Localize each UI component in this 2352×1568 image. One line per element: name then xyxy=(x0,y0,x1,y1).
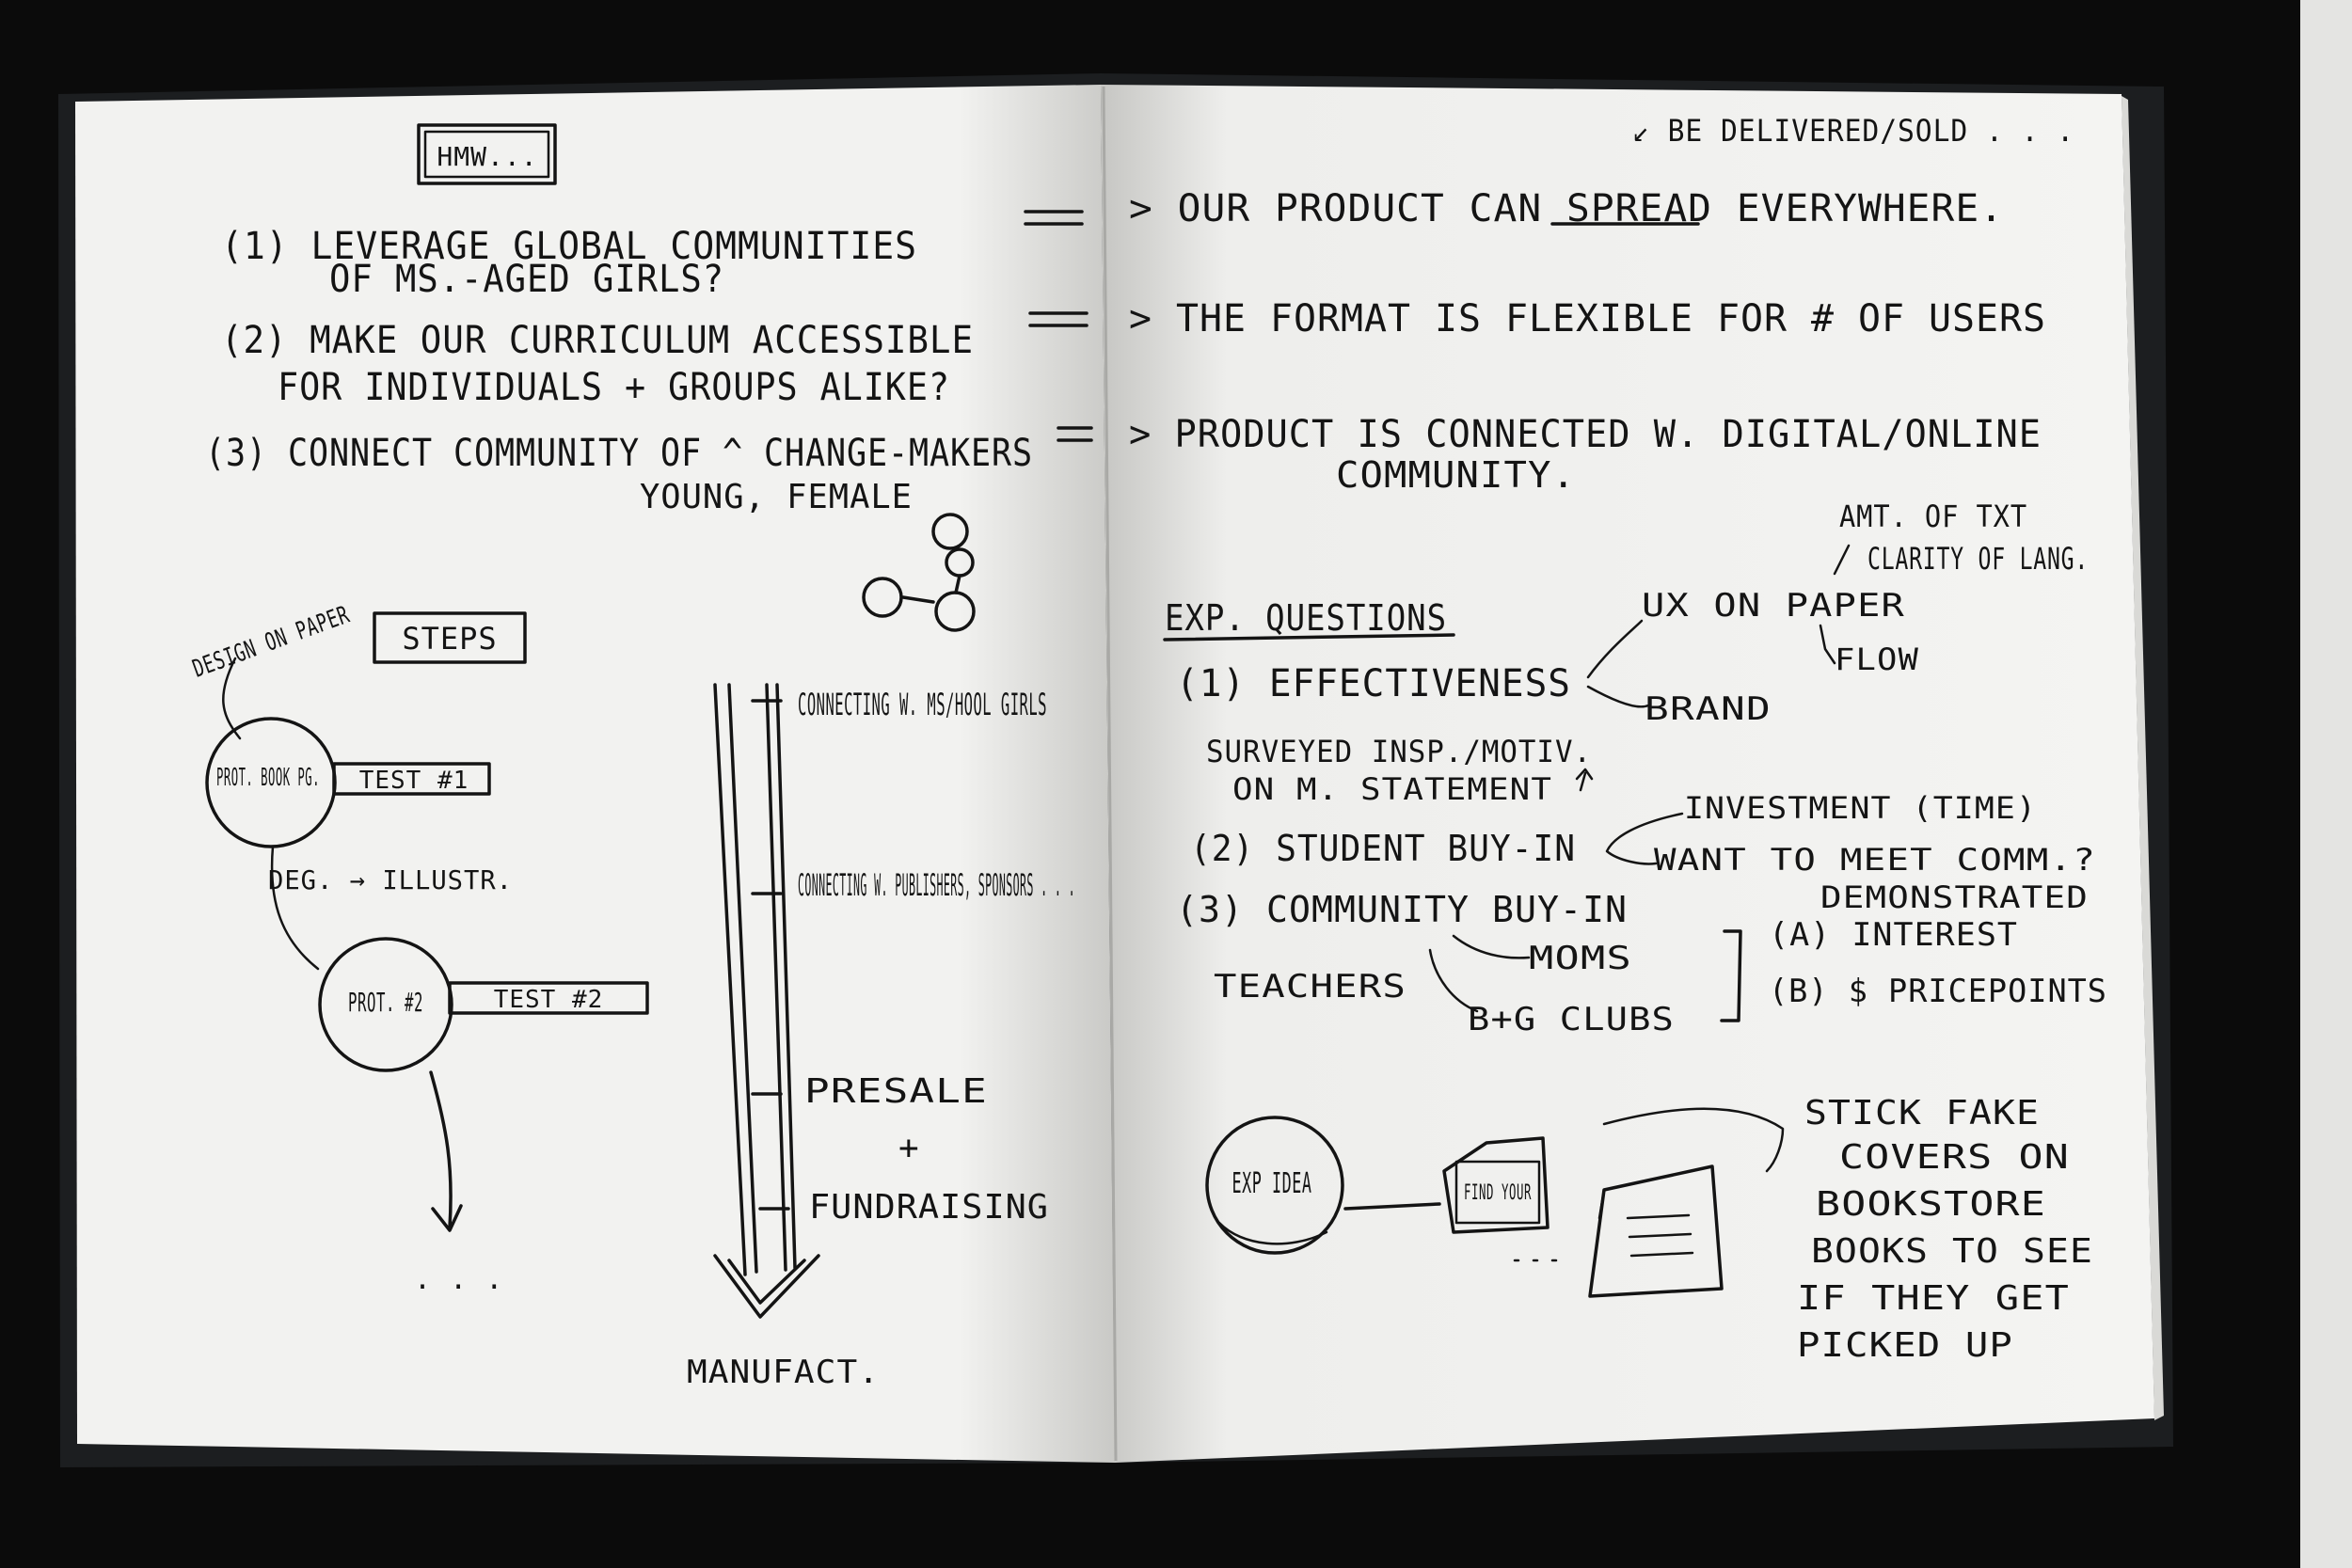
test-1-label: TEST #1 xyxy=(359,767,469,795)
answer-3-line-1: > PRODUCT IS CONNECTED W. DIGITAL/ONLINE xyxy=(1129,413,2042,456)
question-1-line-1: (1) LEVERAGE GLOBAL COMMUNITIES xyxy=(221,225,917,268)
stick-note-arrow-icon xyxy=(1602,1107,1785,1173)
left-page xyxy=(75,85,1115,1463)
answer-2: > THE FORMAT IS FLEXIBLE FOR # OF USERS xyxy=(1129,297,2046,341)
prot-1-label: PROT. BOOK PG. xyxy=(216,764,320,792)
find-your-label: FIND YOUR xyxy=(1464,1181,1532,1205)
page-stack-edge xyxy=(2122,96,2164,1420)
steps-box: STEPS xyxy=(373,611,527,664)
question-1-line-2: OF MS.-AGED GIRLS? xyxy=(329,258,724,301)
surveyed-up-arrow-icon xyxy=(1575,768,1594,792)
right-page xyxy=(1101,85,2154,1463)
stick-note-line-5: IF THEY GET xyxy=(1797,1279,2070,1318)
stick-note-line-4: BOOKS TO SEE xyxy=(1811,1232,2093,1271)
book-cover-doodle-icon xyxy=(1588,1164,1724,1298)
teachers-label: TEACHERS xyxy=(1214,968,1406,1006)
down-arrow-icon xyxy=(429,1070,453,1229)
effectiveness-label: (1) EFFECTIVENESS xyxy=(1176,662,1571,705)
student-buy-in-bracket xyxy=(1605,812,1684,865)
timeline-item-4: + xyxy=(898,1129,920,1167)
want-to-meet-label: WANT TO MEET COMM.? xyxy=(1654,842,2096,878)
demonstrated-label: DEMONSTRATED xyxy=(1820,879,2089,915)
prototype-arrow-icon xyxy=(270,845,320,971)
exp-idea-label: EXP IDEA xyxy=(1232,1167,1312,1200)
question-3-insert: YOUNG, FEMALE xyxy=(640,478,913,516)
test-2-bar: TEST #2 xyxy=(448,981,649,1015)
community-branch-lines xyxy=(1428,934,1531,1013)
pricepoints-label: (B) $ PRICEPOINTS xyxy=(1769,973,2107,1010)
ux-on-paper-label: UX ON PAPER xyxy=(1642,587,1905,625)
question-3-line-1: (3) CONNECT COMMUNITY OF ^ CHANGE-MAKERS xyxy=(205,432,1033,475)
manufact-label: MANUFACT. xyxy=(687,1354,880,1391)
stick-note-line-1: STICK FAKE xyxy=(1804,1094,2040,1132)
clarity-label: CLARITY OF LANG. xyxy=(1867,541,2089,577)
molecule-doodle-icon xyxy=(862,513,976,632)
student-buy-in-label: (2) STUDENT BUY-IN xyxy=(1190,828,1576,869)
idea-connector-line xyxy=(1343,1202,1441,1211)
table-edge xyxy=(2300,0,2352,1568)
timeline-item-3: PRESALE xyxy=(804,1072,988,1111)
prototype-2-circle: PROT. #2 xyxy=(318,937,453,1072)
down-arrowhead-icon xyxy=(431,1204,463,1232)
exp-idea-circle: EXP IDEA xyxy=(1205,1116,1344,1255)
deg-illustr-label: DEG. → ILLUSTR. xyxy=(268,864,513,895)
timeline-arrow xyxy=(713,683,820,1319)
brand-label: BRAND xyxy=(1645,690,1772,728)
test-1-bar: TEST #1 xyxy=(332,762,491,796)
bookstore-shelf-doodle-icon: FIND YOUR xyxy=(1442,1136,1558,1262)
investment-label: INVESTMENT (TIME) xyxy=(1684,790,2037,826)
question-2-line-2: FOR INDIVIDUALS + GROUPS ALIKE? xyxy=(278,366,950,409)
exp-questions-underline xyxy=(1163,633,1455,641)
equals-signs xyxy=(1024,210,1093,442)
criteria-bracket xyxy=(1720,929,1742,1022)
page-gutter xyxy=(1102,86,1118,1462)
interest-label: (A) INTEREST xyxy=(1769,916,2018,954)
surveyed-line-2: ON M. STATEMENT xyxy=(1232,771,1552,807)
ux-branch-lines xyxy=(1819,544,1851,665)
hmw-box: HMW... xyxy=(417,123,557,185)
delivered-note: ↙ BE DELIVERED/SOLD . . . xyxy=(1632,113,2074,149)
timeline-item-5: FUNDRAISING xyxy=(809,1188,1049,1227)
timeline-item-1: CONNECTING W. MS/HOOL GIRLS xyxy=(798,687,1047,722)
community-buy-in-label: (3) COMMUNITY BUY-IN xyxy=(1176,889,1628,930)
effectiveness-branch-lines xyxy=(1586,619,1650,708)
exp-questions-heading: EXP. QUESTIONS xyxy=(1165,597,1447,639)
stick-note-line-6: PICKED UP xyxy=(1797,1326,2013,1365)
test-2-label: TEST #2 xyxy=(494,986,604,1014)
bg-clubs-label: B+G CLUBS xyxy=(1468,1001,1675,1038)
prot-2-label: PROT. #2 xyxy=(348,987,423,1018)
hmw-label: HMW... xyxy=(437,141,537,172)
steps-label: STEPS xyxy=(402,621,497,657)
ellipsis-label: . . . xyxy=(414,1263,503,1296)
answer-3-line-2: COMMUNITY. xyxy=(1336,454,1576,496)
flow-label: FLOW xyxy=(1835,641,1919,677)
timeline-item-2: CONNECTING W. PUBLISHERS, SPONSORS . . . xyxy=(798,867,1075,903)
amt-of-txt-label: AMT. OF TXT xyxy=(1839,499,2027,534)
surveyed-line-1: SURVEYED INSP./MOTIV. xyxy=(1206,734,1592,769)
stick-note-line-3: BOOKSTORE xyxy=(1816,1185,2046,1224)
stick-note-line-2: COVERS ON xyxy=(1839,1138,2070,1177)
moms-label: MOMS xyxy=(1529,940,1632,977)
question-2-line-1: (2) MAKE OUR CURRICULUM ACCESSIBLE xyxy=(221,319,974,362)
